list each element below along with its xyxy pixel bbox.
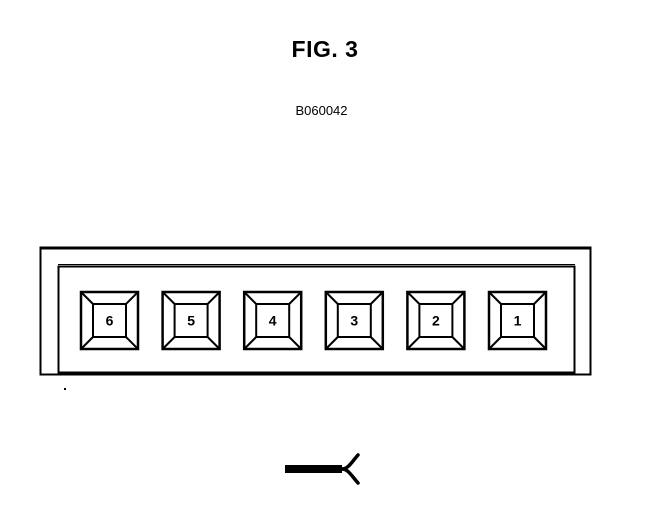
pin-bevel-line (488, 336, 502, 350)
connector-inner-frame (57, 265, 576, 374)
pin-bevel-line (288, 336, 302, 350)
pin-cavity-inner (500, 303, 535, 338)
pin-bevel-line (488, 291, 502, 305)
pin-bevel-line (325, 336, 339, 350)
pin-bevel-line (533, 336, 547, 350)
stray-dot (64, 388, 66, 390)
connector-pin-2: 2 (406, 290, 466, 351)
pin-bevel-line (325, 291, 339, 305)
pin-cavity-inner (418, 303, 454, 338)
pin-number-label: 6 (106, 313, 114, 329)
pin-bevel-line (406, 291, 421, 305)
pin-cavity-inner (173, 303, 209, 338)
pin-number-label: 4 (269, 313, 277, 329)
figure-title: FIG. 3 (291, 36, 359, 62)
connector-pins: 6 5 4 3 2 1 (79, 290, 548, 351)
pin-bevel-line (370, 336, 384, 350)
pin-bevel-line (125, 336, 139, 350)
pin-bevel-line (161, 336, 176, 350)
pin-bevel-line (288, 291, 302, 305)
pin-cavity-inner (92, 303, 127, 338)
connector-pin-3: 3 (324, 290, 385, 351)
connector-outer-housing (39, 246, 592, 376)
pin-number-label: 1 (514, 313, 522, 329)
pin-bevel-line (206, 336, 221, 350)
pin-bevel-line (161, 291, 176, 305)
pin-cavity-inner (255, 303, 291, 338)
pin-bevel-line (406, 336, 421, 350)
pin-bevel-line (533, 291, 547, 305)
pin-bevel-line (451, 336, 466, 350)
pin-number-label: 2 (432, 313, 440, 329)
pin-bevel-line (125, 291, 139, 305)
pin-bevel-line (80, 336, 94, 350)
pin-number-label: 3 (350, 313, 358, 329)
wire-lead-icon (285, 453, 360, 485)
pin-bevel-line (80, 291, 94, 305)
connector-pin-5: 5 (161, 290, 221, 351)
pin-bevel-line (243, 291, 257, 305)
pin-bevel-line (451, 291, 466, 305)
figure-code: B060042 (295, 103, 348, 118)
pin-number-label: 5 (187, 313, 195, 329)
pin-cavity-inner (336, 303, 372, 338)
pin-bevel-line (370, 291, 384, 305)
pin-bevel-line (206, 291, 221, 305)
connector-pin-1: 1 (487, 290, 548, 351)
pin-bevel-line (243, 336, 257, 350)
connector-pin-6: 6 (79, 290, 140, 351)
connector-pin-4: 4 (242, 290, 303, 351)
